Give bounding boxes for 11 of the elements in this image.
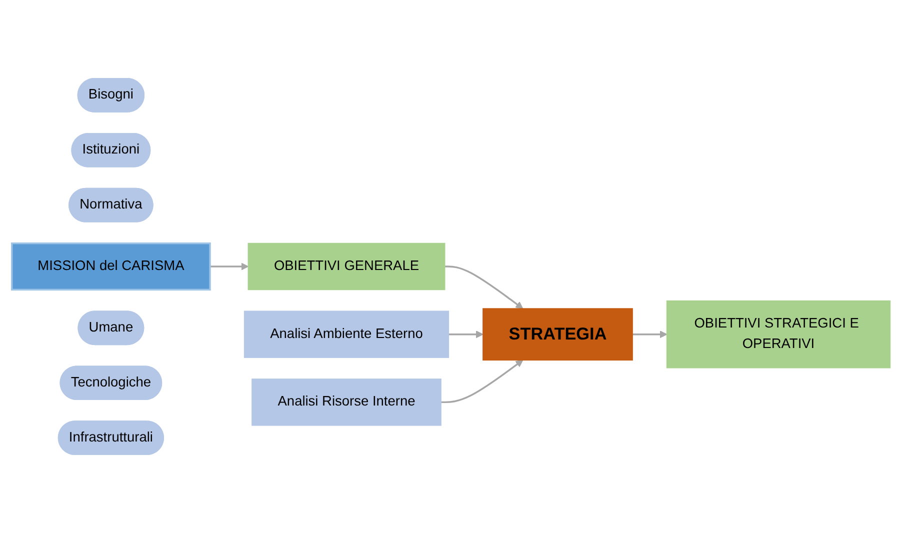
- node-box: Analisi Risorse Interne: [252, 378, 442, 426]
- arrow: [632, 330, 668, 338]
- node-box: MISSION del CARISMA: [11, 242, 211, 291]
- node-box: OBIETTIVI STRATEGICI E OPERATIVI: [666, 300, 891, 368]
- node-box: OBIETTIVI GENERALE: [248, 242, 446, 290]
- arrow: [448, 330, 484, 338]
- node-box: Analisi Ambiente Esterno: [244, 310, 450, 358]
- arrow: [441, 360, 524, 404]
- arrow: [210, 262, 249, 270]
- node-box: STRATEGIA: [482, 308, 633, 361]
- arrow: [444, 266, 524, 309]
